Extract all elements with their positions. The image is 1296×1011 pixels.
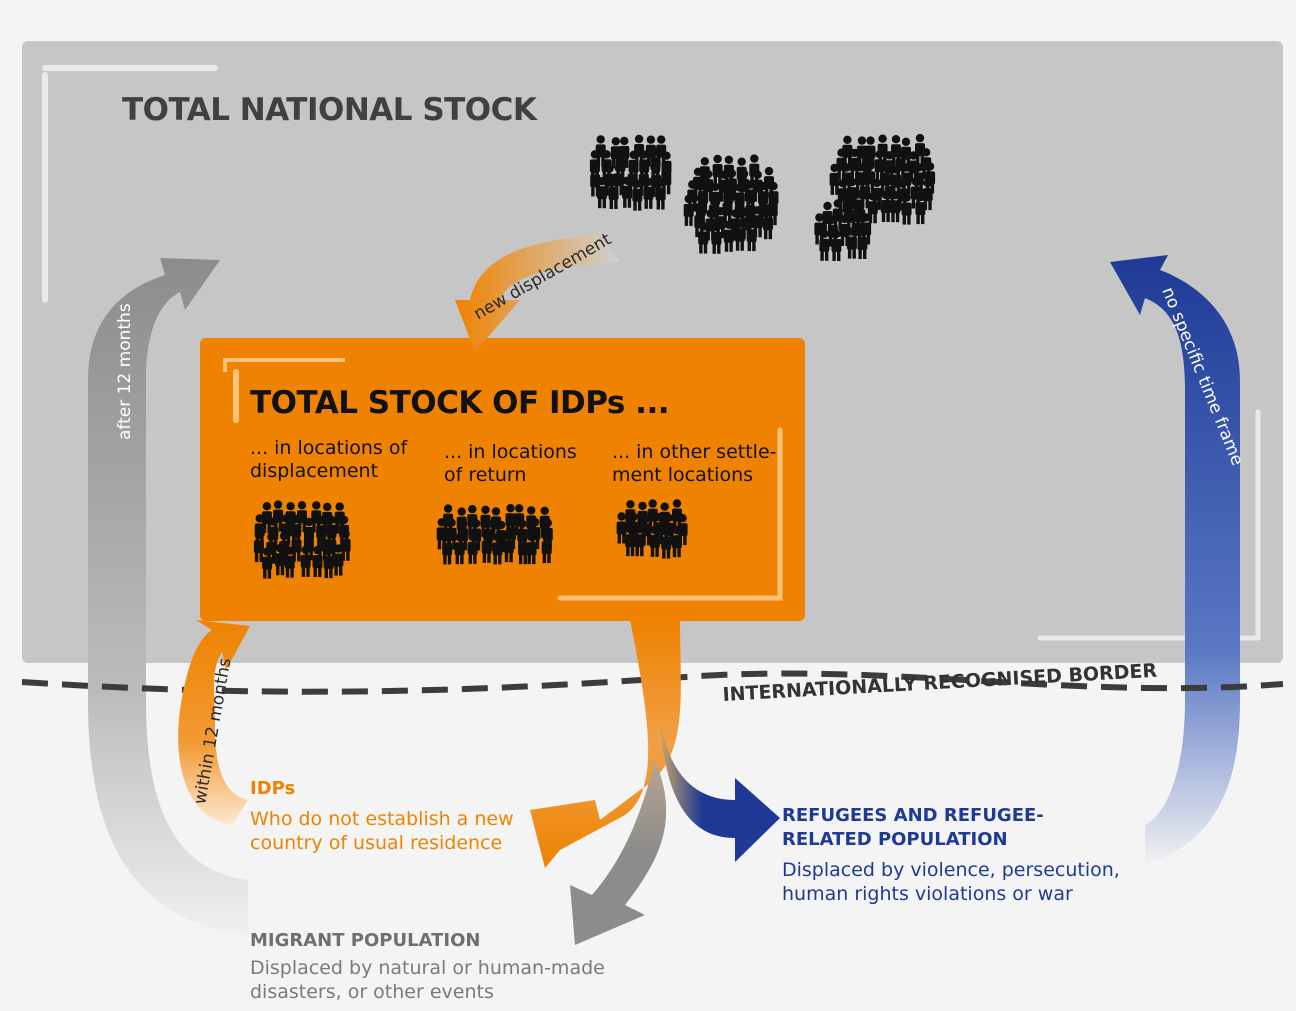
- migrants-description: Displaced by natural or human-made disas…: [250, 957, 605, 1003]
- location-other-settlement-label: ... in other settle-ment locations: [612, 441, 777, 486]
- location-return-label: ... in locations of return: [444, 441, 577, 486]
- migrants-arrow: [570, 760, 667, 945]
- idps-heading: IDPs: [250, 778, 296, 799]
- panel-highlight: [42, 65, 218, 303]
- national-stock-title: TOTAL NATIONAL STOCK: [122, 92, 537, 128]
- no-specific-time-frame-arrow: [1110, 255, 1240, 865]
- idps-description: Who do not establish a new country of us…: [250, 808, 514, 854]
- location-displacement-label: ... in locations of displacement: [250, 437, 408, 482]
- migrants-heading: MIGRANT POPULATION: [250, 930, 481, 951]
- idp-outflow-arrow: [530, 620, 681, 868]
- within-12-months-arrow: [178, 620, 250, 825]
- after-12-months-label: after 12 months: [115, 303, 135, 440]
- border-line: [21, 670, 1284, 695]
- idp-box-highlight-right: [557, 427, 783, 601]
- idp-box-highlight: [223, 358, 345, 372]
- refugees-description: Displaced by violence, persecution, huma…: [782, 859, 1120, 905]
- refugees-heading: REFUGEES AND REFUGEE-RELATED POPULATION: [782, 805, 1044, 850]
- refugees-arrow: [660, 720, 780, 862]
- idp-stock-title: TOTAL STOCK OF IDPs ...: [250, 385, 670, 421]
- new-displacement-arrow: [455, 235, 620, 352]
- after-12-months-arrow: [88, 258, 248, 935]
